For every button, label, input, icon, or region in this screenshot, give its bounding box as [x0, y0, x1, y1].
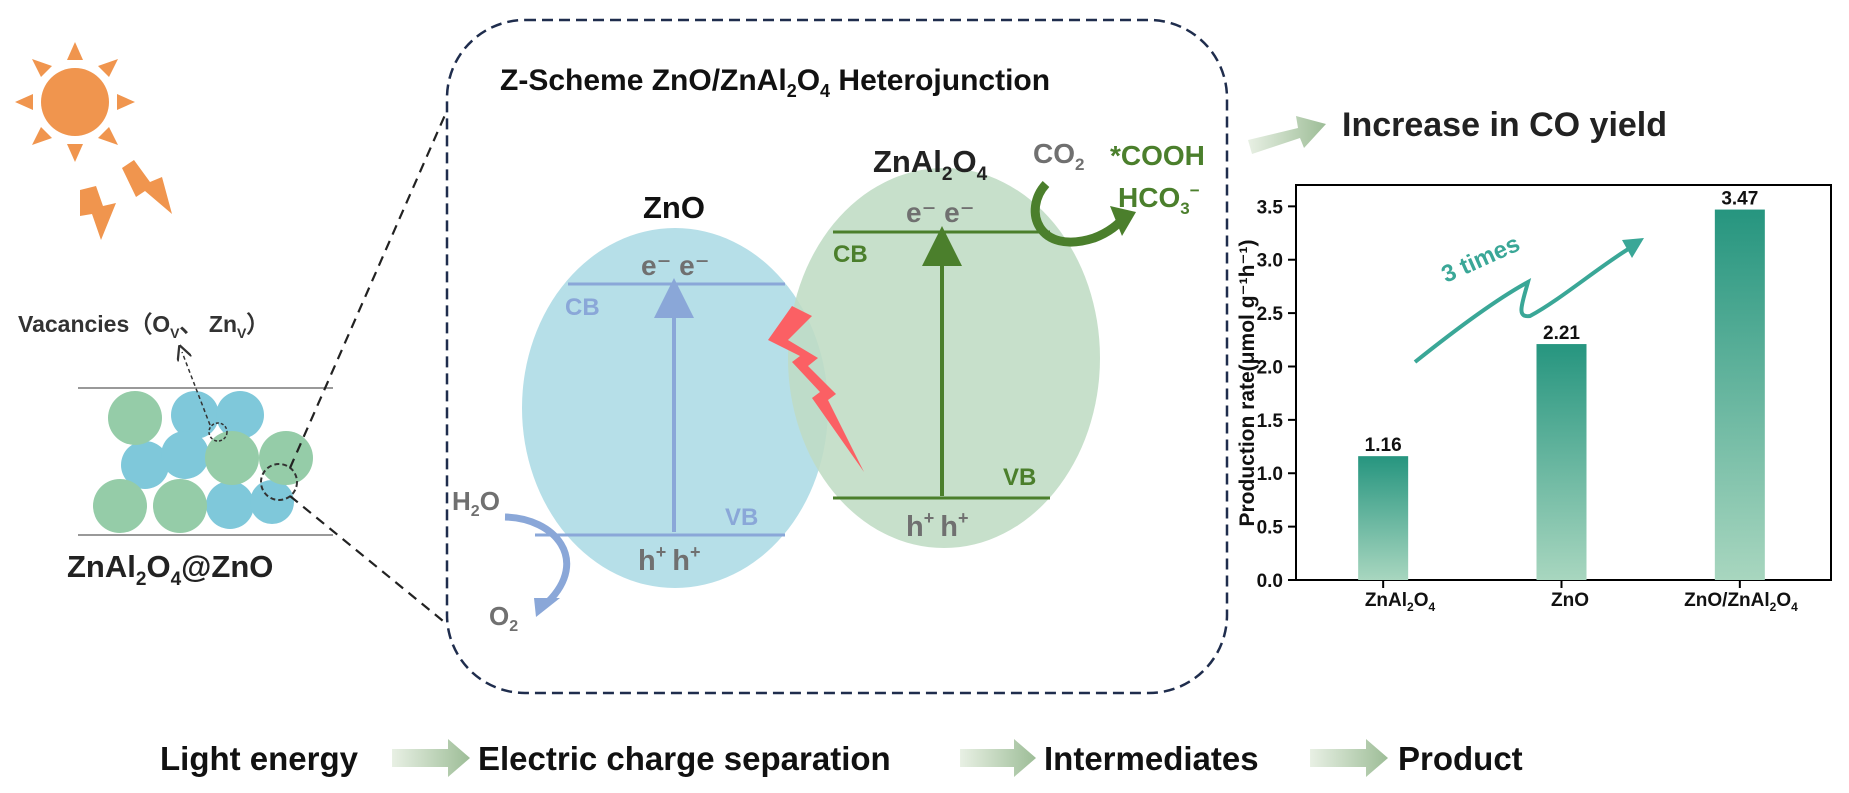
zno-bands: CB VB e⁻ e⁻ h+h+ [535, 250, 785, 577]
bar-value-label: 1.16 [1365, 435, 1402, 456]
zno-vb-label: VB [725, 504, 758, 531]
y-axis-ticks: 0.0 0.5 1.0 1.5 2.0 2.5 3.0 3.5 [1257, 197, 1296, 592]
y-axis-title: Production rate(μmol g⁻¹h⁻¹) [1236, 240, 1259, 527]
o2-label: O2 [489, 601, 518, 635]
bar-value-label: 2.21 [1543, 323, 1580, 344]
bar-1 [1358, 456, 1409, 580]
increase-label: Increase in CO yield [1342, 106, 1667, 144]
y-tick-label: 0.0 [1257, 571, 1283, 592]
x-label-znal2o4: ZnAl2O4 [1365, 590, 1436, 614]
sun-icon [15, 42, 135, 162]
flow-step-label: Electric charge separation [478, 740, 891, 777]
znal2o4-particles [93, 391, 313, 533]
vacancies-label: Vacancies（OV、 ZnV） [18, 311, 269, 341]
increase-arrow-icon [1248, 116, 1326, 154]
x-label-zno: ZnO [1551, 590, 1589, 611]
svg-text:Vacancies（OV、 ZnV）: Vacancies（OV、 ZnV） [18, 311, 269, 341]
bar-2 [1536, 344, 1587, 580]
vacancy-marker [208, 422, 228, 442]
bar-value-labels: 1.16 2.21 3.47 [1365, 189, 1759, 457]
y-tick-label: 1.5 [1257, 411, 1284, 432]
process-flow: Light energy Electric charge separation In… [160, 739, 1523, 777]
znal2o4-holes: h+h+ [906, 508, 968, 543]
znal2o4-cb-label: CB [833, 241, 868, 268]
production-rate-chart: 0.0 0.5 1.0 1.5 2.0 2.5 3.0 3.5 1.16 2.21 3.47 Pr… [1236, 184, 1832, 614]
x-label-zno-znal2o4: ZnO/ZnAl2O4 [1684, 590, 1798, 614]
bars [1358, 209, 1765, 580]
bar-value-label: 3.47 [1721, 189, 1758, 210]
zno-label: ZnO [643, 190, 705, 225]
composite-label: ZnAl2O4@ZnO [67, 549, 273, 590]
reduction-arrow [1030, 180, 1136, 247]
fold-increase-label: 3 times [1437, 230, 1524, 288]
svg-text:ZnAl2O4@ZnO: ZnAl2O4@ZnO [67, 549, 273, 590]
y-tick-label: 2.5 [1257, 304, 1284, 325]
interface-marker [260, 463, 298, 501]
fold-increase-arrow [1413, 238, 1644, 364]
y-tick-label: 3.5 [1257, 197, 1284, 218]
heterojunction-title: Z-Scheme ZnO/ZnAl2O4 Heterojunction [500, 64, 1050, 101]
h2o-label: H2O [452, 486, 500, 520]
zno-particles [121, 391, 294, 529]
cooh-label: *COOH [1110, 140, 1205, 171]
zno-holes: h+h+ [638, 542, 700, 577]
particle-layer [78, 352, 333, 536]
bar-3 [1714, 209, 1765, 580]
znal2o4-vb-label: VB [1003, 464, 1036, 491]
y-tick-label: 0.5 [1257, 518, 1284, 539]
y-tick-label: 2.0 [1257, 357, 1283, 378]
flow-arrow-icon [960, 739, 1036, 777]
zoom-lines [288, 114, 449, 626]
zno-electrons: e⁻ e⁻ [641, 250, 709, 281]
zno-cb-label: CB [565, 294, 600, 321]
flow-step-label: Light energy [160, 740, 359, 777]
co2-label: CO2 [1033, 138, 1084, 174]
z-scheme-transfer-bolt-icon [768, 306, 864, 472]
flow-step-label: Product [1398, 740, 1523, 777]
znal2o4-bands: CB VB e⁻ e⁻ h+h+ [833, 197, 1050, 543]
x-axis-ticks [1382, 580, 1741, 588]
y-tick-label: 1.0 [1257, 464, 1283, 485]
flow-arrow-icon [1310, 739, 1388, 777]
znal2o4-label: ZnAl2O4 [873, 144, 988, 185]
heterojunction-frame [445, 18, 1229, 695]
oxidation-arrow [504, 513, 571, 617]
sunlight-bolt-icon [80, 160, 172, 240]
hco3-label: HCO3− [1118, 181, 1200, 218]
flow-step-label: Intermediates [1044, 740, 1259, 777]
y-tick-label: 3.0 [1257, 251, 1283, 272]
flow-arrow-icon [392, 739, 470, 777]
znal2o4-electrons: e⁻ e⁻ [906, 197, 974, 228]
